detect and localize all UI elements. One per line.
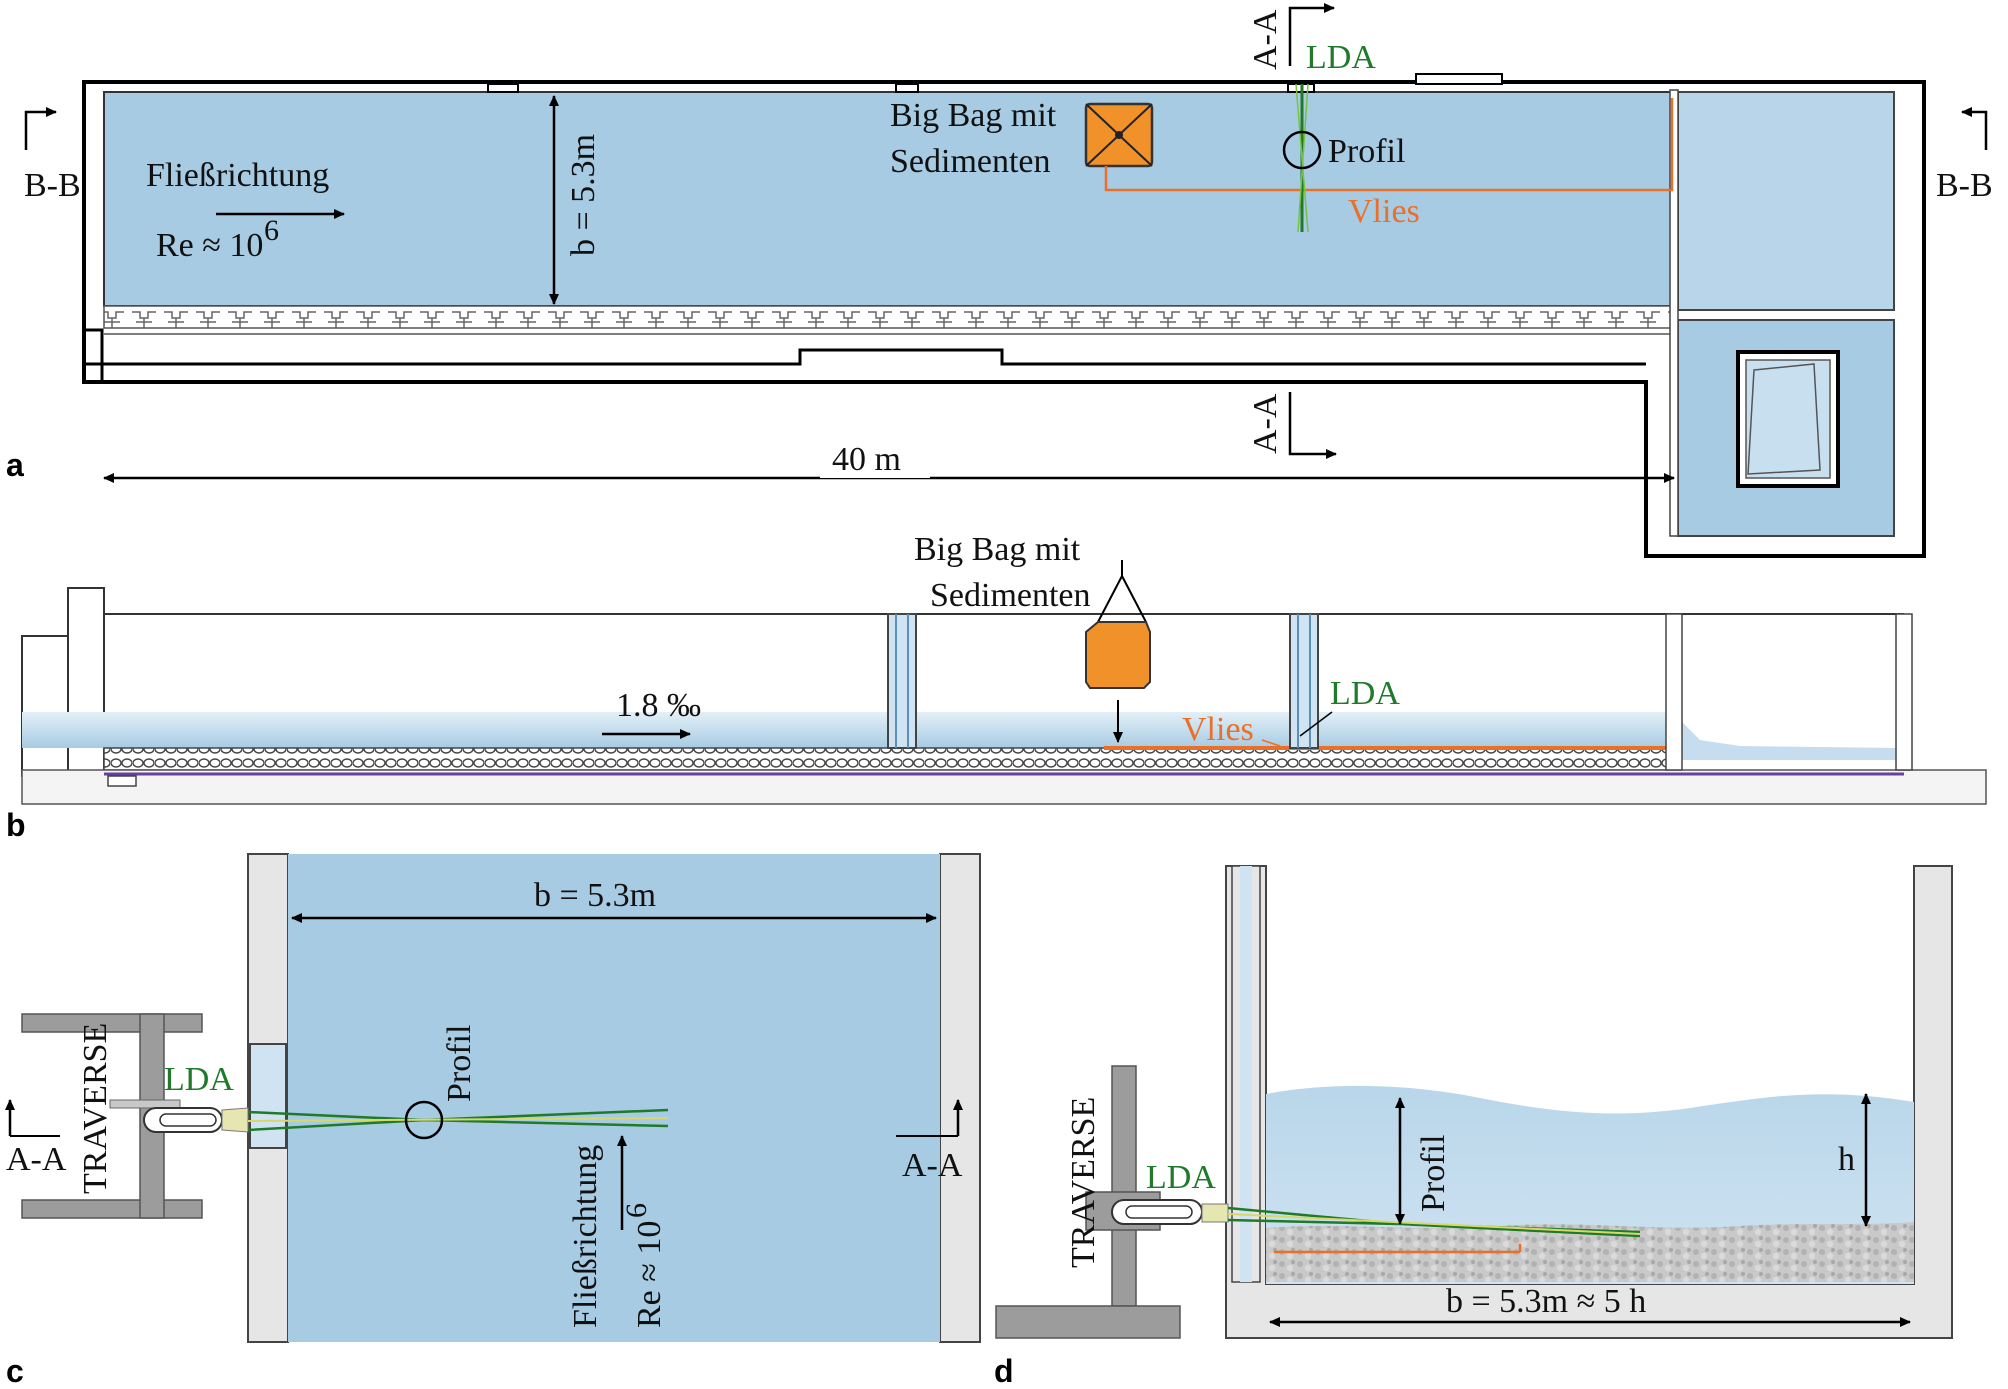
traverse-label-c: TRAVERSE: [77, 1023, 114, 1194]
section-arrow-icon: [1288, 392, 1337, 459]
width-label: b = 5.3m: [565, 134, 602, 256]
glass-window: [887, 613, 917, 749]
traverse-icon: [995, 1065, 1181, 1339]
section-bb-left: B-B: [24, 167, 81, 204]
h-label: h: [1838, 1141, 1855, 1178]
outlet-basin-top: [1677, 91, 1895, 311]
baffle-strip: [103, 305, 1675, 329]
section-left-c: A-A: [6, 1141, 67, 1178]
reynolds-exponent-c: 6: [620, 1203, 653, 1218]
panel-a-letter: a: [6, 447, 24, 483]
lda-probe-icon: [143, 1107, 249, 1133]
section-arrow-icon: [1288, 3, 1335, 66]
bigbag-side-label-2: Sedimenten: [930, 577, 1091, 614]
flow-direction-label: Fließrichtung: [146, 157, 329, 194]
section-aa-bottom: A-A: [1247, 393, 1284, 454]
bigbag-label-1: Big Bag mit: [890, 97, 1057, 134]
vlies-line: [1104, 98, 1674, 192]
channel-water: [103, 91, 1675, 307]
flow-direction-label-c: Fließrichtung: [567, 1145, 604, 1328]
profil-marker: [1282, 130, 1322, 170]
reynolds-label-c: Re ≈ 10: [631, 1221, 668, 1328]
section-aa-top: A-A: [1247, 9, 1284, 70]
glass-window: [249, 1043, 287, 1149]
side-water: [22, 712, 1672, 748]
panel-b: Big Bag mit Sedimenten 1.8 ‰ LDA Vlies b: [6, 531, 1987, 843]
slope-label: 1.8 ‰: [616, 687, 701, 724]
channel-plan-water: [288, 854, 940, 1342]
lda-label-c: LDA: [164, 1061, 234, 1098]
length-label: 40 m: [832, 441, 901, 478]
section-right-c: A-A: [902, 1147, 963, 1184]
profil-marker-c: [404, 1100, 444, 1140]
gravel-bed: [103, 747, 1675, 771]
inlet-structure: [21, 635, 69, 777]
flume-bottom-outline: [84, 348, 1646, 366]
right-wall: [939, 853, 981, 1343]
lda-side-label: LDA: [1330, 675, 1400, 712]
panel-d: TRAVERSE LDA Profil h b = 5.3m ≈ 5 h d: [994, 865, 1953, 1389]
bigbag-label-2: Sedimenten: [890, 143, 1051, 180]
section-bb-right: B-B: [1936, 167, 1993, 204]
panel-c: b = 5.3m TRAVERSE LDA Profil Fließrichtu…: [4, 853, 981, 1389]
outlet-tank-inner: [1745, 359, 1831, 479]
vlies-side-label: Vlies: [1182, 711, 1254, 748]
panel-a: B-B B-B A-A A-A Fließrichtung Re ≈ 10 6 …: [6, 3, 1993, 558]
big-bag-icon: [1084, 102, 1154, 168]
reynolds-label: Re ≈ 10: [156, 227, 263, 264]
reynolds-exponent: 6: [264, 214, 279, 247]
section-arrow-icon: [1961, 107, 1988, 150]
width-label-d: b = 5.3m ≈ 5 h: [1446, 1283, 1646, 1320]
profil-label: Profil: [1328, 133, 1405, 170]
profil-label-d: Profil: [1415, 1135, 1452, 1212]
big-bag-icon: [1085, 560, 1151, 689]
profil-label-c: Profil: [441, 1025, 478, 1102]
panel-d-letter: d: [994, 1353, 1014, 1384]
vlies-label: Vlies: [1348, 193, 1420, 230]
lda-probe-icon: [1111, 1199, 1229, 1225]
width-label-c: b = 5.3m: [534, 877, 656, 914]
channel-cross-section: [1225, 865, 1953, 1339]
lda-label: LDA: [1306, 39, 1376, 76]
panel-c-letter: c: [6, 1353, 24, 1384]
section-arrow-icon: [24, 107, 57, 150]
bigbag-side-label-1: Big Bag mit: [914, 531, 1081, 568]
glass-window: [1289, 613, 1319, 749]
gravel-bed-d: [1266, 1222, 1914, 1282]
lda-label-d: LDA: [1146, 1159, 1216, 1196]
outlet-wall: [1669, 89, 1679, 537]
panel-b-letter: b: [6, 807, 26, 843]
traverse-label-d: TRAVERSE: [1065, 1097, 1102, 1268]
base-slab: [21, 769, 1987, 805]
